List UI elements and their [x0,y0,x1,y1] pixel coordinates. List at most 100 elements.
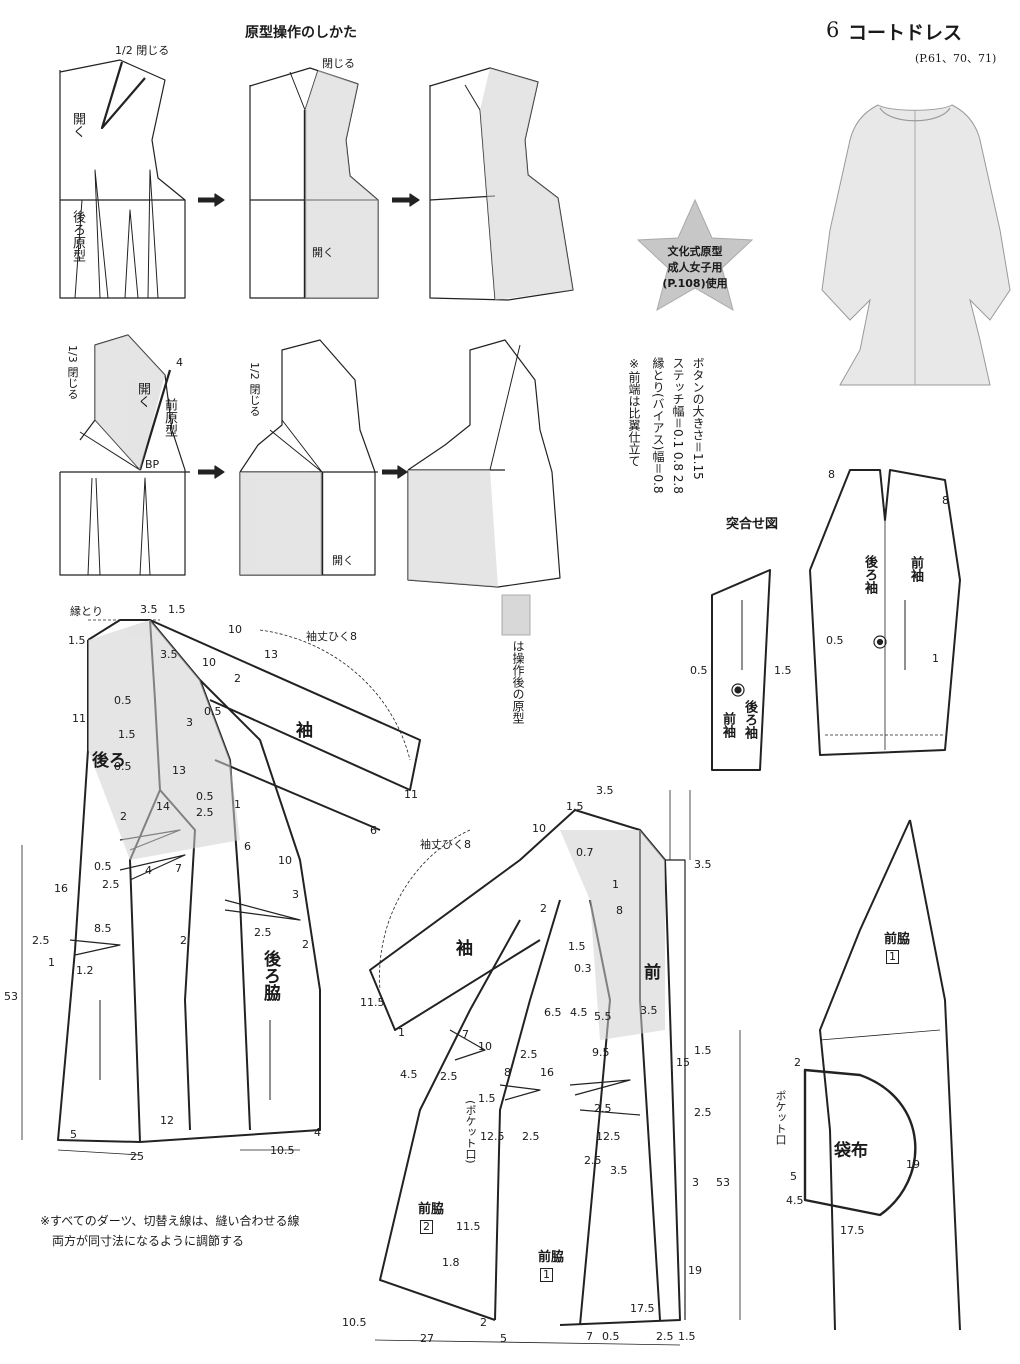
front-sleeve-piece-label: 前袖 [908,556,923,582]
bp-num: 3 [292,888,299,901]
sleeve-match-title: 突合せ図 [726,517,779,532]
fp-num: 15 [676,1056,690,1069]
pocket-num-175: 17.5 [840,1224,865,1237]
bias-trim-label: 縁とり [70,605,103,618]
shaded-operated-areas [88,68,665,1040]
pocket-num-45: 4.5 [786,1194,804,1207]
bp-num: 13 [264,648,278,661]
bp-num: 10 [202,656,216,669]
bp-num: 1 [48,956,55,969]
fp-num: 19 [688,1264,702,1277]
back-block-label: 後ろ原型 [70,210,85,262]
note-bias-width: 縁とり(バイアス)幅＝0.8 [651,357,665,494]
fp-num: 2 [480,1316,487,1329]
chapter-title: コートドレス [848,22,963,44]
bp-num: 8.5 [94,922,112,935]
back-open-line: 開く [312,246,334,259]
bp-num: 7 [175,862,182,875]
star-line-1: 文化式原型 [667,245,723,258]
front-four: 4 [176,356,183,369]
back-close: 閉じる [322,57,355,70]
bp-num: 2 [302,938,309,951]
sleeve-match-lines [711,469,961,771]
bp-num: 14 [156,800,170,813]
bp-num: 2.5 [32,934,50,947]
fp-num: 3.5 [640,1004,658,1017]
pocket-front-side-label: 前脇 [884,932,911,947]
fp-num: 7 [586,1330,593,1343]
fp-num: 10 [532,822,546,835]
bp-num: 53 [4,990,18,1003]
bp-num: 25 [130,1150,144,1163]
bp-num: 0.5 [94,860,112,873]
bp-num: 10.5 [270,1144,295,1157]
bp-num: 5 [70,1128,77,1141]
bp-num: 11 [404,788,418,801]
fp-num: 8 [504,1066,511,1079]
bp-num: 1.5 [118,728,136,741]
star-line-2: 成人女子用 [667,261,723,274]
fp-num: 2.5 [656,1330,674,1343]
front-close-third: 1/3 閉じる [66,345,79,400]
fp-num: 6.5 [544,1006,562,1019]
fp-num: 7 [462,1028,469,1041]
fp-num: 53 [716,1176,730,1189]
bp-num: 6 [370,824,377,837]
bp-num: 2.5 [196,806,214,819]
pocket-piece-lines [803,819,961,1331]
small-front-sleeve-label: 前袖 [720,712,735,738]
note-stitch-width: ステッチ幅＝0.1 0.8 2.8 [671,357,685,494]
fp-num: 3.5 [610,1164,628,1177]
fp-num: 3.5 [694,858,712,871]
fp-num: 3.5 [596,784,614,797]
star-badge-shape [636,198,754,312]
bp-num: 13 [172,764,186,777]
bp-num: 1 [234,798,241,811]
bp-num: 2.5 [102,878,120,891]
bp-num: 11 [72,712,86,725]
fp-num: 1.5 [694,1044,712,1057]
fp-num: 1 [612,878,619,891]
legend-text: は操作後の原型 [511,640,525,724]
pocket-num-2: 2 [794,1056,801,1069]
small-back-sleeve-label: 後ろ袖 [742,700,757,739]
fp-num: 2.5 [440,1070,458,1083]
bp-num: 0.5 [204,705,222,718]
fp-num: 11.5 [456,1220,481,1233]
bp-num: 0.5 [196,790,214,803]
bp-num: 2 [180,934,187,947]
fp-num: 0.7 [576,846,594,859]
back-sleeve-label: 袖 [296,721,313,741]
bp-num: 3.5 [140,603,158,616]
bp-num: 1.5 [68,634,86,647]
fp-num: 16 [540,1066,554,1079]
back-close-half: 1/2 閉じる [115,44,170,57]
fp-num: 5.5 [594,1010,612,1023]
bp-num: 0.5 [114,694,132,707]
front-open: 開く [135,382,150,408]
dress-illustration [821,104,1011,386]
pocket-front-side-number: 1 [886,950,899,964]
footnote-line-1: ※すべてのダーツ、切替え線は、縫い合わせる線 [40,1214,300,1228]
front-piece-label: 前 [644,963,661,983]
bp-num: 3.5 [160,648,178,661]
fp-num: 5 [500,1332,507,1345]
bp-num: 4 [314,1126,321,1139]
bp-num: 10 [228,623,242,636]
bp-num: 1.2 [76,964,94,977]
sleeve-num-8b: 8 [942,494,949,507]
chapter-number: 6 [826,18,840,42]
fp-num: 2.5 [694,1106,712,1119]
pocket-num-5: 5 [790,1170,797,1183]
pocket-cloth-label: 袋布 [834,1141,868,1161]
front-side-2-label: 前脇 [418,1202,445,1217]
star-line-3: (P.108)使用 [662,277,728,290]
back-block-step1 [59,59,186,299]
fp-num: 11.5 [360,996,385,1009]
fp-num: 8 [616,904,623,917]
star-badge-text: 文化式原型 成人女子用 (P.108)使用 [650,244,740,292]
front-open-line: 開く [332,554,354,567]
section-title: 原型操作のしかた [245,25,357,41]
sleeve-num-1: 1 [932,652,939,665]
